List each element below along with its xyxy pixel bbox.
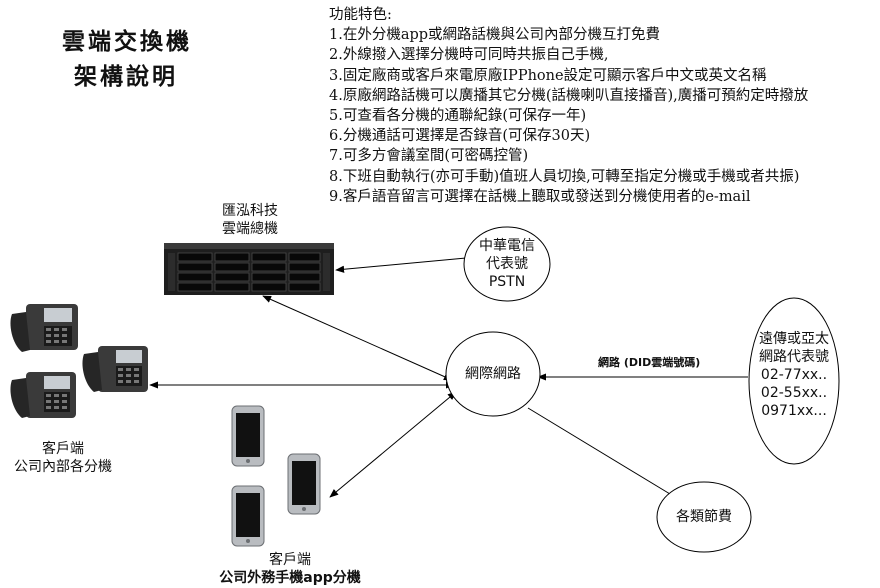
pstn-ellipse [463, 226, 551, 302]
pstn-line2: 代表號 [486, 256, 528, 272]
diagram-title-line2: 架構說明 [74, 63, 178, 90]
carrier-line4: 02-55xx.. [760, 385, 828, 401]
pstn-server-link [335, 257, 467, 273]
billing-ellipse [656, 481, 752, 553]
desk-phone-icon [82, 346, 148, 392]
carrier-line2: 網路代表號 [759, 349, 829, 365]
carrier-line3: 02-77xx.. [760, 367, 828, 383]
carrier-line5: 0971xx... [761, 403, 827, 419]
server-label: 匯泓科技 雲端總機 [195, 202, 305, 238]
mobile-internet-link [329, 391, 457, 498]
desk-phone-icon [10, 304, 78, 352]
carrier-ellipse [748, 297, 840, 465]
carrier-node: 遠傳或亞太 網路代表號 02-77xx.. 02-55xx.. 0971xx..… [749, 330, 839, 420]
mobile-label: 客戶端 公司外務手機app分機 [205, 551, 375, 587]
smartphone-icon [287, 453, 321, 515]
mobile-label-line2: 公司外務手機app分機 [219, 570, 361, 586]
feature-item: 2.外線撥入選擇分機時可同時共振自己手機, [329, 47, 609, 64]
feature-item: 6.分機通話可選擇是否錄音(可保存30天) [329, 128, 591, 145]
pstn-line3: PSTN [488, 274, 526, 290]
internet-billing-link [527, 407, 671, 495]
server-rack-icon [164, 243, 334, 295]
desk-phones-label-line1: 客戶端 [42, 441, 84, 457]
desk-phones-label: 客戶端 公司內部各分機 [0, 440, 126, 476]
features-heading: 功能特色: [329, 7, 392, 23]
desk-phones-label-line2: 公司內部各分機 [14, 459, 112, 475]
feature-item: 8.下班自動執行(亦可手動)值班人員切換,可轉至指定分機或手機或者共振) [329, 168, 800, 185]
diagram-title-line1: 雲端交換機 [62, 28, 192, 55]
smartphone-icon [231, 485, 265, 547]
features-list: 功能特色: 1.在外分機app或網路話機與公司內部分機互打免費 2.外線撥入選擇… [329, 5, 808, 207]
feature-item: 4.原廠網路話機可以廣播其它分機(話機喇叭直接播音),廣播可預約定時撥放 [329, 87, 809, 104]
billing-node-label: 各類節費 [676, 509, 732, 525]
feature-item: 3.固定廠商或客戶來電原廠IPPhone設定可顯示客戶中文或英文名稱 [329, 67, 767, 84]
feature-item: 5.可查看各分機的通聯紀錄(可保存一年) [329, 108, 587, 125]
feature-item: 7.可多方會議室間(可密碼控管) [329, 148, 529, 165]
mobile-label-line1: 客戶端 [269, 552, 311, 568]
carrier-line1: 遠傳或亞太 [759, 331, 829, 347]
smartphones-icon [231, 405, 321, 547]
did-link-label: 網路 (DID雲端號碼) [598, 356, 701, 369]
desk-phones-icon [10, 304, 148, 418]
feature-item: 9.客戶語音留言可選擇在話機上聽取或發送到分機使用者的e-mail [329, 188, 751, 205]
internet-ellipse [445, 331, 541, 417]
server-label-line1: 匯泓科技 [222, 203, 278, 219]
internet-node-label: 網際網路 [465, 366, 521, 382]
pstn-node: 中華電信 代表號 PSTN [464, 237, 550, 291]
smartphone-icon [231, 405, 265, 467]
server-label-line2: 雲端總機 [222, 221, 278, 237]
server-internet-link [262, 295, 453, 381]
desk-phone-icon [10, 372, 76, 418]
feature-item: 1.在外分機app或網路話機與公司內部分機互打免費 [329, 27, 661, 44]
pstn-line1: 中華電信 [479, 238, 535, 254]
